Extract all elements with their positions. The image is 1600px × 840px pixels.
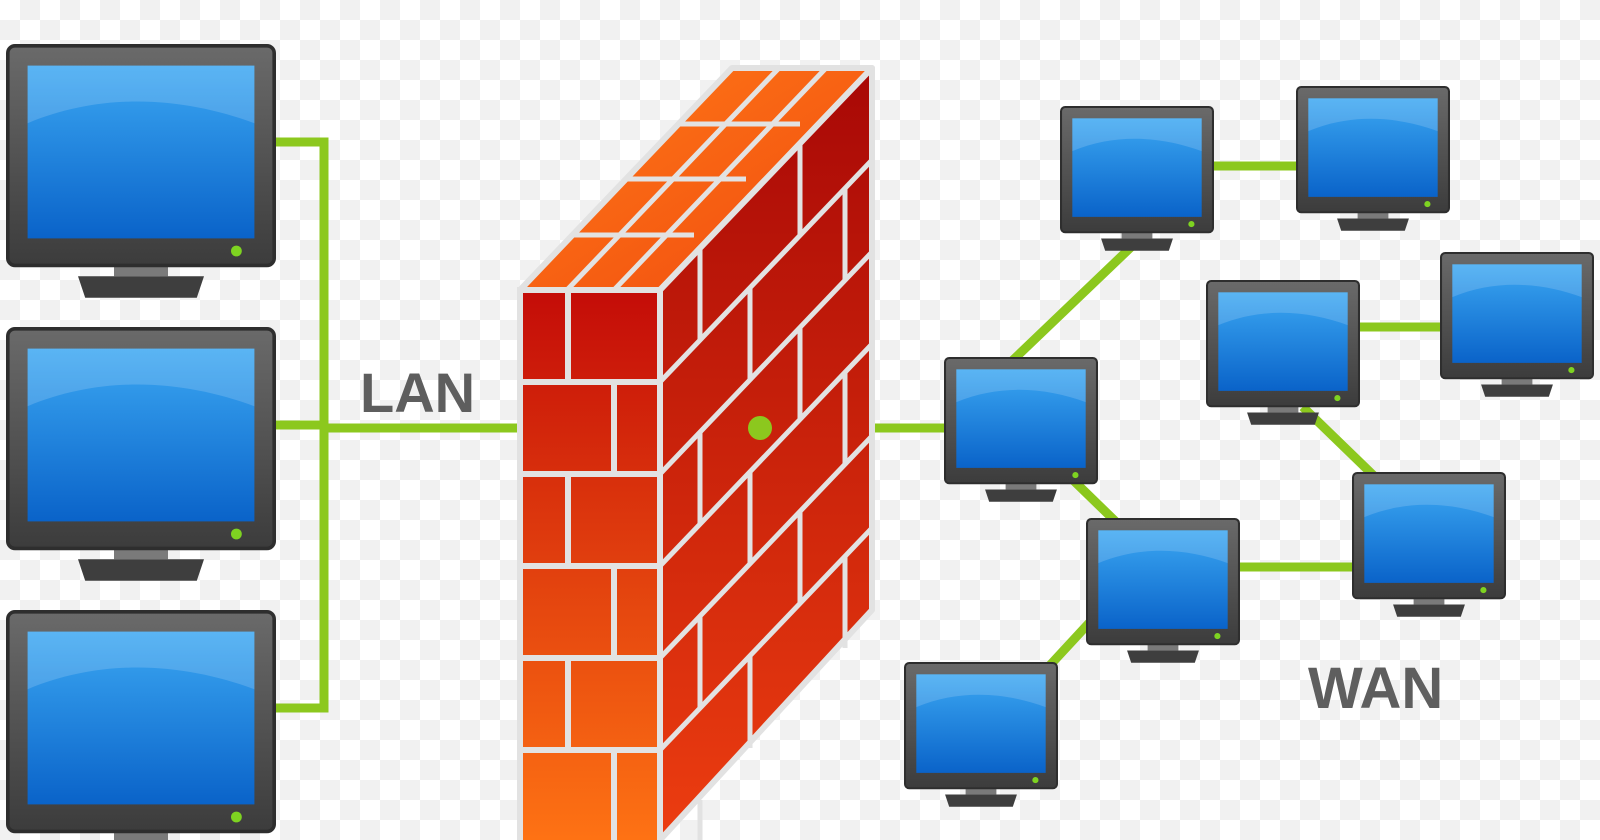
lan-label: LAN [360, 361, 475, 424]
wan-link-a [1006, 243, 1135, 367]
wan-computers [904, 86, 1594, 808]
wan-computer-3 [1206, 280, 1360, 426]
lan-computers [6, 44, 276, 840]
firewall-connection-node [748, 416, 772, 440]
wan-computer-1 [1060, 106, 1214, 252]
wan-computer-5 [944, 357, 1098, 503]
wan-label: WAN [1308, 656, 1443, 721]
lan-computer-2 [6, 327, 276, 583]
wan-computer-7 [1086, 518, 1240, 664]
wan-computer-6 [1352, 472, 1506, 618]
wan-computer-8 [904, 662, 1058, 808]
wan-link-c [1068, 475, 1119, 525]
lan-computer-1 [6, 44, 276, 300]
firewall-wall [517, 65, 875, 840]
wan-link-g [1299, 403, 1379, 481]
wan-computer-4 [1440, 252, 1594, 398]
wan-computer-2 [1296, 86, 1450, 232]
lan-computer-3 [6, 610, 276, 840]
wan-link-d [1045, 615, 1097, 670]
